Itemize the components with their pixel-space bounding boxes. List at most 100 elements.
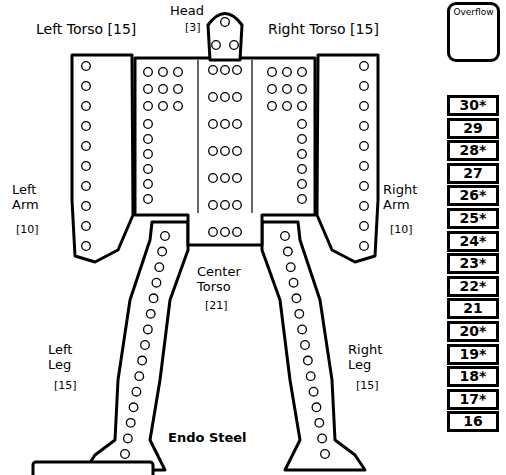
structure-circle	[233, 147, 242, 156]
overflow-box: Overflow	[447, 2, 500, 62]
structure-circle	[155, 263, 164, 272]
structure-circle	[82, 142, 91, 151]
structure-circle	[174, 68, 183, 77]
structure-circle	[360, 222, 369, 231]
structure-circle	[144, 135, 153, 144]
structure-circle	[209, 120, 218, 129]
head-outline	[208, 14, 242, 61]
structure-circle	[298, 150, 307, 159]
structure-circle	[298, 195, 307, 204]
structure-circle	[144, 195, 153, 204]
location-label: Right Leg	[348, 342, 396, 372]
location-label: Left Leg	[48, 342, 88, 372]
structure-circle	[360, 122, 369, 131]
structure-circle	[221, 147, 230, 156]
structure-circle	[152, 278, 161, 287]
structure-circle	[309, 387, 318, 396]
structure-circle	[268, 85, 277, 94]
structure-circle	[298, 102, 307, 111]
heat-scale-cell: 19*	[447, 344, 499, 365]
structure-circle	[360, 62, 369, 71]
structure-circle	[221, 93, 230, 102]
heat-scale-cell: 25*	[447, 208, 499, 229]
structure-circle	[138, 356, 147, 365]
structure-circle	[144, 120, 153, 129]
heat-scale-cell: 30*	[447, 95, 499, 116]
structure-circle	[221, 201, 230, 210]
structure-circle	[209, 174, 218, 183]
heat-scale-cell: 23*	[447, 253, 499, 274]
location-label: [15]	[54, 378, 77, 393]
box-title: Overflow	[450, 5, 497, 18]
structure-circle	[312, 403, 321, 412]
structure-circle	[144, 180, 153, 189]
heat-scale-cell: 16	[447, 411, 499, 432]
location-label: [10]	[16, 222, 39, 237]
torso-divider	[198, 60, 252, 213]
structure-circle	[132, 387, 141, 396]
location-label: [21]	[205, 298, 228, 313]
structure-circle	[298, 120, 307, 129]
structure-circle	[212, 41, 221, 50]
structure-circle	[82, 222, 91, 231]
heat-scale-cell: 22*	[447, 276, 499, 297]
structure-circle	[298, 68, 307, 77]
structure-circle	[82, 202, 91, 211]
structure-circle	[315, 419, 324, 428]
structure-circle	[268, 68, 277, 77]
structure-circle	[318, 434, 327, 443]
structure-circle	[221, 174, 230, 183]
structure-circle	[82, 242, 91, 251]
structure-circle	[82, 82, 91, 91]
structure-circle	[209, 93, 218, 102]
structure-circle	[82, 122, 91, 131]
structure-circle	[298, 180, 307, 189]
location-label: Right Arm	[383, 182, 431, 212]
structure-circle	[149, 294, 158, 303]
structure-circle	[159, 102, 168, 111]
structure-circle	[230, 41, 239, 50]
heat-scale-cell: 17*	[447, 389, 499, 410]
structure-circle	[292, 294, 301, 303]
structure-circle	[221, 18, 230, 27]
structure-circle	[82, 102, 91, 111]
location-label: [15]	[356, 378, 379, 393]
structure-circle	[129, 403, 138, 412]
structure-circle	[298, 85, 307, 94]
structure-circle	[209, 201, 218, 210]
structure-type: Endo Steel	[168, 430, 247, 445]
heat-scale-cell: 29	[447, 118, 499, 139]
left-arm-outline	[72, 55, 133, 262]
structure-circle	[233, 93, 242, 102]
structure-circle	[209, 228, 218, 237]
structure-circle	[158, 247, 167, 256]
structure-circle	[233, 120, 242, 129]
structure-circle	[161, 232, 170, 241]
heat-scale-cell: 21	[447, 298, 499, 319]
heat-scale-cell: 20*	[447, 321, 499, 342]
structure-circle	[360, 142, 369, 151]
structure-circle	[301, 341, 310, 350]
structure-circle	[144, 102, 153, 111]
structure-circle	[298, 135, 307, 144]
torso-outline	[135, 58, 315, 245]
location-label: Right Torso [15]	[268, 22, 379, 37]
structure-circle	[209, 66, 218, 75]
structure-circle	[298, 325, 307, 334]
structure-circle	[283, 85, 292, 94]
heat-scale-cell: 26*	[447, 185, 499, 206]
structure-circle	[221, 228, 230, 237]
structure-circle	[174, 85, 183, 94]
heat-scale-cell: 24*	[447, 231, 499, 252]
right-arm-outline	[317, 55, 378, 262]
heat-scale-cell: 28*	[447, 140, 499, 161]
structure-circle	[321, 450, 330, 459]
structure-circle	[126, 419, 135, 428]
structure-circle	[221, 120, 230, 129]
structure-circle	[284, 247, 293, 256]
structure-circle	[82, 162, 91, 171]
structure-circle	[233, 66, 242, 75]
structure-circle	[289, 278, 298, 287]
location-label: [3]	[185, 20, 201, 35]
structure-circle	[146, 310, 155, 319]
